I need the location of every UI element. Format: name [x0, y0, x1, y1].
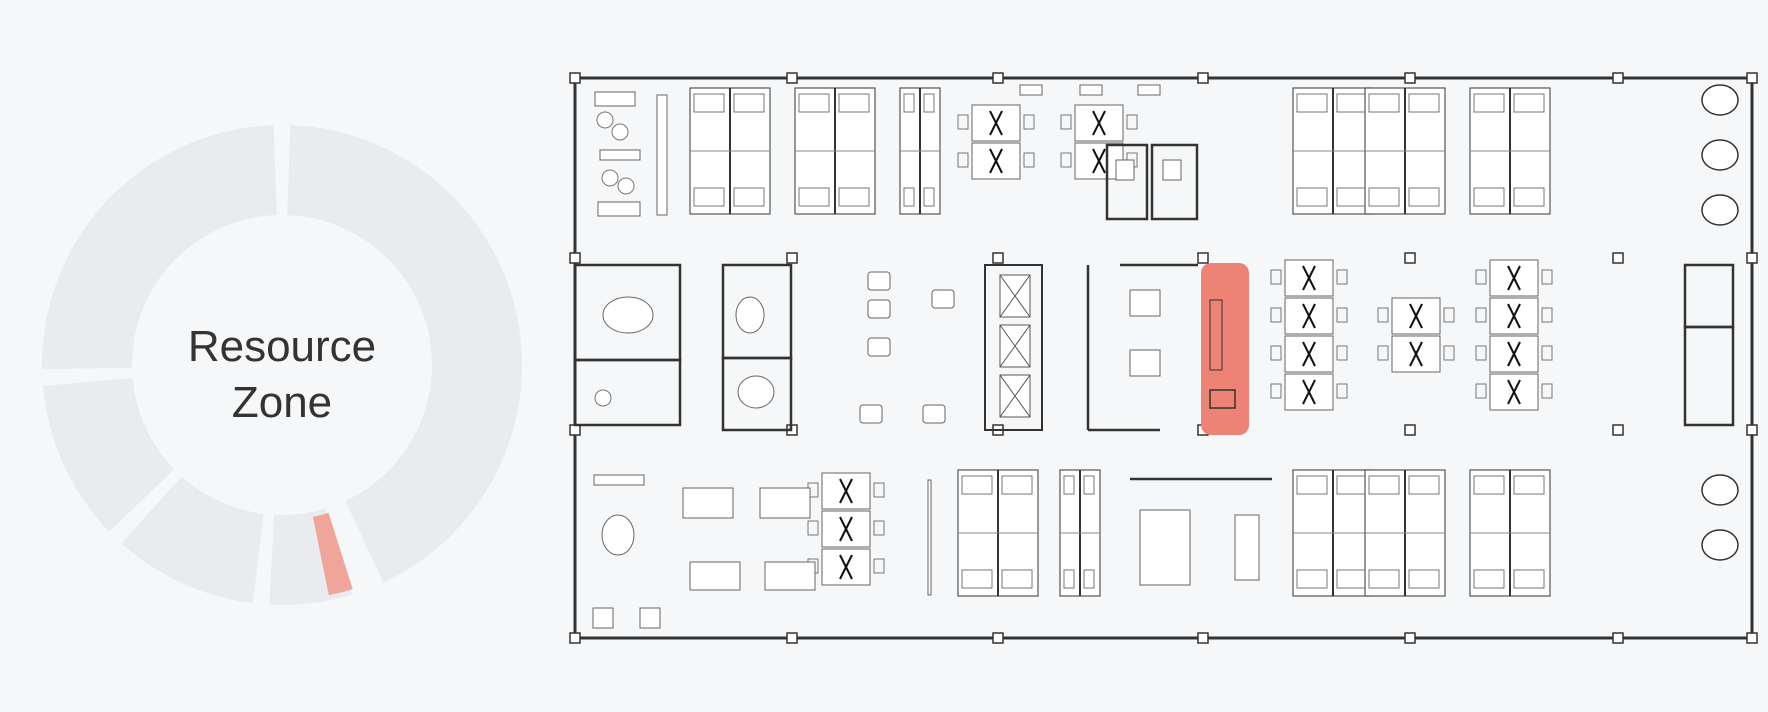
segment-west	[42, 378, 175, 532]
column	[569, 632, 581, 644]
structural-columns	[569, 72, 1758, 644]
workstation-cluster	[1364, 469, 1446, 597]
lounge-chair	[1701, 474, 1739, 506]
lounge-chair	[1701, 139, 1739, 171]
workstation-cluster	[1292, 469, 1374, 597]
floor-plan	[569, 72, 1758, 644]
column	[569, 424, 581, 436]
bottom-center-furniture	[927, 477, 1272, 596]
cafe-table	[867, 337, 891, 357]
lounge-chairs-right	[1701, 84, 1739, 561]
column	[786, 632, 798, 644]
zone-title-line1: Resource	[188, 322, 376, 371]
conference-room-left	[573, 263, 682, 427]
collab-area-bottom-left	[592, 474, 661, 629]
zone-donut: Resource Zone	[41, 125, 522, 605]
cafe-table	[859, 404, 883, 424]
workstation-cluster	[1469, 87, 1551, 215]
meeting-rooms-mid-left	[721, 263, 793, 432]
workstations-top-row	[689, 87, 1551, 215]
workstation-cluster	[1364, 87, 1446, 215]
counter	[1209, 299, 1223, 371]
column	[569, 72, 581, 84]
bench-desk-group	[1475, 259, 1553, 411]
column	[1404, 72, 1416, 84]
column	[992, 252, 1004, 264]
workstations-bottom-row	[957, 469, 1551, 597]
column	[1404, 252, 1416, 264]
resource-zone-highlight[interactable]	[1201, 263, 1249, 435]
column	[1612, 252, 1624, 264]
top-pods	[1019, 84, 1161, 96]
segment-northwest	[41, 125, 277, 370]
bench-desk-group	[1270, 259, 1348, 411]
segment-east	[287, 125, 522, 583]
cafe-table	[867, 299, 891, 319]
segment-southwest	[121, 476, 264, 604]
lounge-chair	[1701, 529, 1739, 561]
column	[1404, 424, 1416, 436]
cafe-tables	[859, 271, 955, 424]
bench-desk-group	[807, 472, 885, 586]
column	[1746, 252, 1758, 264]
workstation-cluster	[1059, 469, 1101, 597]
column	[992, 632, 1004, 644]
cafe-table	[867, 271, 891, 291]
column	[1746, 632, 1758, 644]
right-storage	[1683, 263, 1735, 427]
column	[1197, 252, 1209, 264]
workstation-cluster	[899, 87, 941, 215]
workstation-cluster	[794, 87, 876, 215]
cafe-table	[922, 404, 946, 424]
workstation-cluster	[1469, 469, 1551, 597]
elevator-core	[984, 264, 1043, 431]
bench-desk-group	[1377, 297, 1455, 373]
zone-marker	[312, 512, 353, 596]
phone-rooms	[1105, 143, 1199, 221]
cafe-table	[931, 289, 955, 309]
lounge-chair	[1701, 84, 1739, 116]
column	[786, 72, 798, 84]
workstation-cluster	[1292, 87, 1374, 215]
column	[1404, 632, 1416, 644]
zone-title-line2: Zone	[232, 378, 332, 427]
lounge-top-left	[594, 91, 668, 217]
workstation-cluster	[957, 469, 1039, 597]
bench-desk-group	[957, 104, 1035, 180]
appliance	[1209, 389, 1236, 409]
workstation-cluster	[689, 87, 771, 215]
bottom-meeting-tables	[682, 487, 816, 591]
bench-desks	[807, 104, 1553, 586]
pantry	[1086, 263, 1198, 432]
lounge-chair	[1701, 194, 1739, 226]
column	[1612, 632, 1624, 644]
column	[992, 72, 1004, 84]
column	[1746, 424, 1758, 436]
column	[1612, 72, 1624, 84]
column	[786, 252, 798, 264]
column	[1197, 72, 1209, 84]
column	[569, 252, 581, 264]
column	[1197, 632, 1209, 644]
column	[1746, 72, 1758, 84]
column	[1612, 424, 1624, 436]
